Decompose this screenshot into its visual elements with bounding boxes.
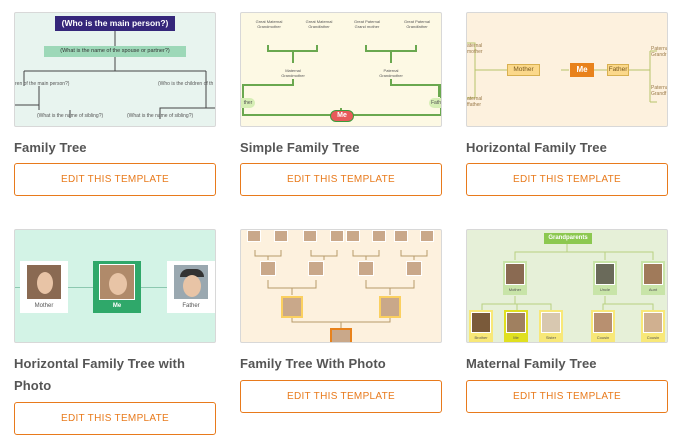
template-title: Simple Family Tree	[240, 140, 360, 155]
template-title: Horizontal Family Tree	[466, 140, 607, 155]
node-mother: ther	[241, 98, 255, 108]
node-brother: Brother	[469, 310, 493, 342]
template-title: Horizontal Family Tree with Photo	[14, 356, 186, 393]
child-node-right: (Who is the children of th	[158, 81, 214, 87]
grandparents-node: Grandparents	[544, 233, 592, 244]
node-maternal-grandmother: aternal mother	[467, 43, 483, 55]
node-great-maternal-grandfather: Great Maternal Grandfather	[305, 19, 333, 29]
me-photo	[330, 328, 352, 342]
template-thumbnail[interactable]: Great Maternal Grandmother Great Materna…	[240, 12, 442, 127]
template-title: Family Tree	[14, 140, 87, 155]
spouse-node: (What is the name of the spouse or partn…	[44, 46, 186, 57]
node-father: Father	[607, 64, 629, 76]
template-title: Maternal Family Tree	[466, 356, 597, 371]
template-card-horizontal-family-tree-photo: Mother Me Father Horizontal Family Tree …	[14, 229, 216, 435]
template-thumbnail[interactable]	[240, 229, 442, 343]
child-node-left: ren of the main person?)	[15, 81, 70, 87]
template-card-family-tree-with-photo: Family Tree With Photo EDIT THIS TEMPLAT…	[240, 229, 442, 413]
node-me: Me	[330, 110, 354, 122]
node-me: Me	[93, 261, 141, 313]
node-me: Me	[504, 310, 528, 342]
edit-template-button[interactable]: EDIT THIS TEMPLATE	[240, 380, 442, 413]
main-person-node: (Who is the main person?)	[55, 16, 175, 31]
edit-template-button[interactable]: EDIT THIS TEMPLATE	[14, 402, 216, 435]
tree-lines	[15, 31, 215, 119]
node-great-paternal-grandfather: Great Paternal Grandfather	[403, 19, 430, 29]
sibling-node-left: (What is the name of sibling?)	[37, 113, 104, 119]
node-mother: Mother	[20, 261, 68, 313]
node-father: Father	[167, 261, 215, 313]
node-cousin-2: Cousin	[641, 310, 665, 342]
node-maternal-grandfather: aternal ffather	[467, 96, 483, 108]
template-thumbnail[interactable]: Grandparents Mother Uncle Aunt Brother M…	[466, 229, 668, 343]
node-maternal-grandmother: Maternal Grandmother	[281, 68, 305, 78]
template-card-simple-family-tree: Great Maternal Grandmother Great Materna…	[240, 12, 442, 196]
node-me: Me	[570, 63, 594, 77]
node-paternal-grandfather: Paterna Grandf	[651, 85, 668, 97]
me-photo	[99, 264, 135, 300]
node-paternal-grandmother: Paterna Grandr	[651, 46, 668, 58]
template-card-horizontal-family-tree: aternal mother aternal ffather Mother Me…	[466, 12, 668, 196]
node-great-maternal-grandmother: Great Maternal Grandmother	[255, 19, 283, 29]
node-sister: Sister	[539, 310, 563, 342]
tree-lines	[242, 45, 441, 116]
template-thumbnail[interactable]: aternal mother aternal ffather Mother Me…	[466, 12, 668, 127]
template-thumbnail[interactable]: (Who is the main person?) (What is the n…	[14, 12, 216, 127]
sibling-node-right: (What is the name of sibling?)	[127, 113, 194, 119]
edit-template-button[interactable]: EDIT THIS TEMPLATE	[14, 163, 216, 196]
template-card-family-tree: (Who is the main person?) (What is the n…	[14, 12, 216, 196]
mother-photo	[26, 264, 62, 300]
edit-template-button[interactable]: EDIT THIS TEMPLATE	[466, 163, 668, 196]
node-mother: Mother	[503, 261, 527, 295]
node-mother: Mother	[507, 64, 540, 76]
father-photo	[173, 264, 209, 300]
template-thumbnail[interactable]: Mother Me Father	[14, 229, 216, 343]
node-great-paternal-grandmother: Great Paternal Grand mother	[353, 19, 380, 29]
node-uncle: Uncle	[593, 261, 617, 295]
tree-lines	[467, 42, 657, 103]
node-paternal-grandmother: Paternal Grandmother	[379, 68, 403, 78]
node-cousin-1: Cousin	[591, 310, 615, 342]
edit-template-button[interactable]: EDIT THIS TEMPLATE	[466, 380, 668, 413]
tree-lines	[481, 244, 654, 310]
edit-template-button[interactable]: EDIT THIS TEMPLATE	[240, 163, 442, 196]
tree-lines	[254, 250, 428, 328]
node-father: Fath	[429, 98, 441, 108]
template-title: Family Tree With Photo	[240, 356, 386, 371]
node-aunt: Aunt	[641, 261, 665, 295]
template-card-maternal-family-tree: Grandparents Mother Uncle Aunt Brother M…	[466, 229, 668, 413]
